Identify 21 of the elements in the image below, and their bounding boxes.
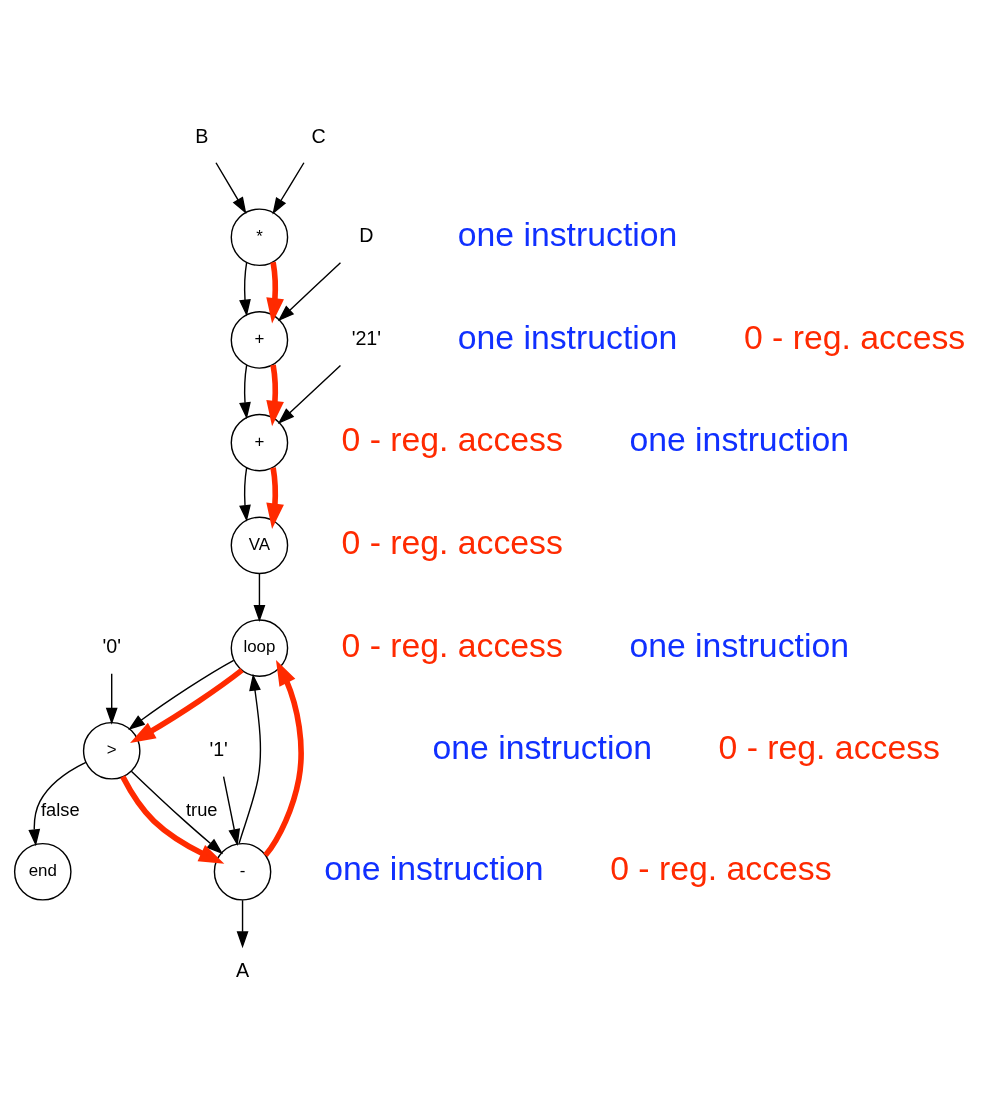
label: one instruction [323,848,544,887]
label: 0 - reg. access [718,727,940,766]
label: 0 - reg. access [609,848,832,887]
edge-label: false [40,798,80,820]
label: 0 - reg. access [743,317,965,356]
node-text: '1' [208,737,228,760]
node-text: D [358,223,373,246]
label: one instruction [628,419,849,458]
label: 0 - reg. access [341,522,563,561]
label: one instruction [457,317,677,356]
label: 0 - reg. access [341,625,563,664]
edge-label: true [185,798,218,820]
label: one instruction [457,214,677,253]
label: one instruction [628,625,849,664]
label: 0 - reg. access [341,419,563,458]
node-text: B [194,124,208,147]
node-text: '21' [351,326,381,349]
node-text: C [310,124,326,147]
node-text: '0' [101,634,121,657]
label: one instruction [431,727,652,766]
node-text: A [235,958,249,981]
